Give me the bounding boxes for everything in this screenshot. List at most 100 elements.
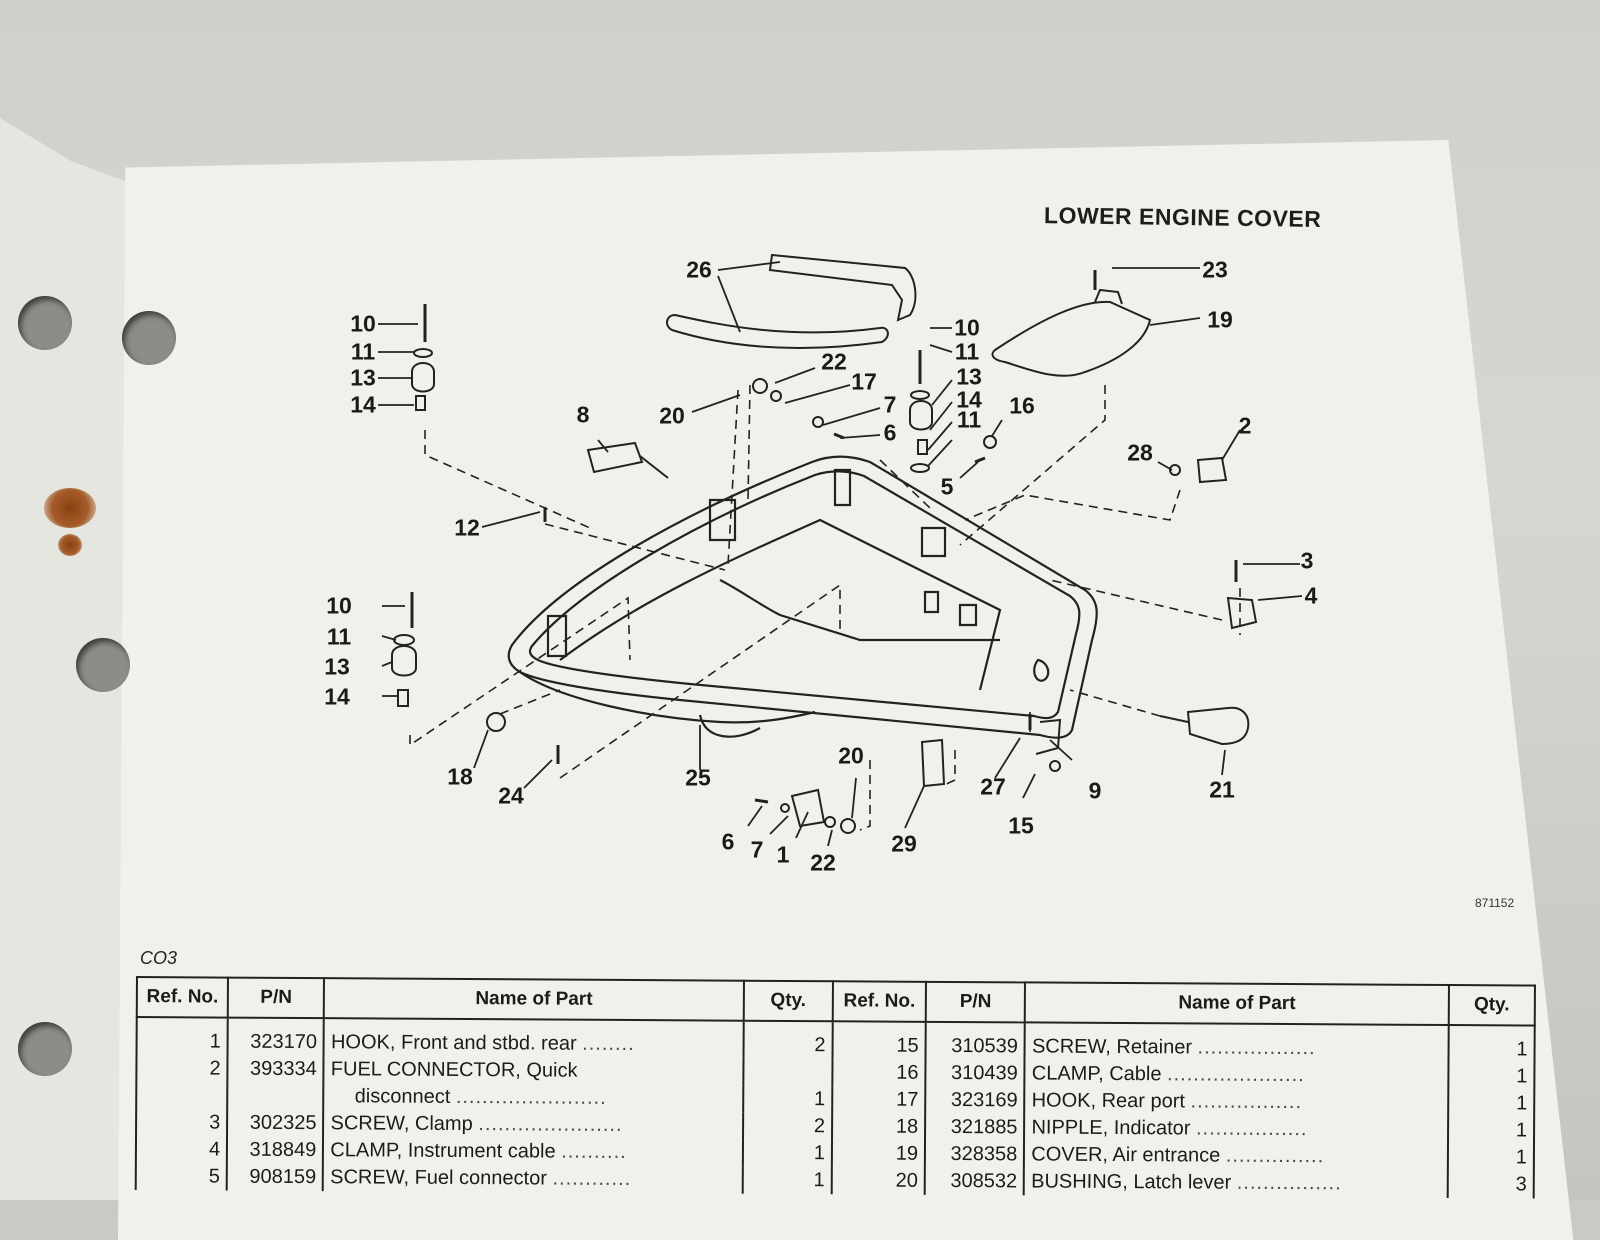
callout-20: 20 (838, 742, 864, 769)
part-name-cell: CLAMP, Instrument cable .......... (323, 1137, 743, 1167)
ref-no-cell: 1 (136, 1017, 228, 1056)
part-name-text: CLAMP, Instrument cable (330, 1139, 556, 1163)
seal-lower-26 (666, 313, 889, 349)
callout-11: 11 (350, 338, 376, 365)
part-name-text: NIPPLE, Indicator (1031, 1116, 1191, 1140)
part-number-cell: 308532 (924, 1167, 1025, 1196)
part-number-cell: 310439 (925, 1059, 1025, 1088)
callout-9: 9 (1088, 777, 1102, 804)
dot-leader: .................. (1197, 1036, 1316, 1060)
binder-hole-icon (18, 296, 72, 350)
callout-10: 10 (350, 310, 376, 337)
callout-13: 13 (956, 363, 982, 390)
callout-12: 12 (454, 514, 480, 541)
callout-22: 22 (810, 849, 836, 876)
dot-leader: ....................... (455, 1085, 607, 1109)
dot-leader: ............... (1225, 1144, 1325, 1168)
part-name-text: FUEL CONNECTOR, Quick (330, 1058, 578, 1082)
latch-lever-8 (586, 441, 644, 474)
callout-7: 7 (750, 836, 764, 863)
column-header-pn: P/N (227, 977, 325, 1019)
dot-leader: ................ (1236, 1171, 1342, 1195)
binder-hole-icon (76, 638, 130, 692)
part-name-cell: HOOK, Front and stbd. rear ........ (323, 1018, 744, 1059)
column-header-name-of-part: Name of Part (324, 978, 744, 1021)
part-name-text: SCREW, Retainer (1031, 1035, 1193, 1059)
quantity-cell: 3 (1447, 1171, 1534, 1199)
hook-29 (920, 738, 946, 788)
part-number-cell: 318849 (227, 1136, 324, 1165)
callout-10: 10 (326, 592, 352, 619)
ref-no-cell: 4 (135, 1136, 228, 1164)
part-name-text: SCREW, Fuel connector (330, 1166, 547, 1190)
cover-inner-rim (528, 470, 1081, 720)
part-number-cell: 323170 (227, 1017, 325, 1057)
callout-11: 11 (954, 338, 980, 365)
connector-2 (1196, 456, 1228, 484)
drawing-number: 871152 (1475, 896, 1515, 910)
callout-18: 18 (447, 763, 473, 790)
callout-16: 16 (1009, 392, 1035, 419)
parts-list-table: Ref. No. P/N Name of Part Qty. Ref. No. … (135, 976, 1536, 1199)
callout-25: 25 (685, 764, 711, 791)
quantity-cell: 2 (743, 1020, 833, 1060)
column-header-ref-no: Ref. No. (136, 977, 229, 1018)
cover-floor (559, 518, 1002, 691)
quantity-cell (743, 1058, 833, 1087)
quantity-cell: 1 (742, 1139, 832, 1168)
part-number-cell: 323169 (925, 1086, 1025, 1115)
front-post (708, 498, 737, 542)
callout-17: 17 (851, 368, 877, 395)
quantity-cell: 1 (1448, 1025, 1535, 1064)
callout-14: 14 (324, 683, 350, 710)
part-number-cell: 908159 (226, 1163, 324, 1192)
hook-1 (790, 788, 826, 828)
quantity-cell: 1 (1447, 1090, 1535, 1118)
callout-11: 11 (326, 623, 352, 650)
callout-7: 7 (883, 391, 897, 418)
part-name-cell: SCREW, Clamp ...................... (323, 1110, 743, 1140)
callout-24: 24 (498, 782, 524, 809)
quantity-cell: 1 (1447, 1144, 1534, 1172)
quantity-cell: 1 (742, 1166, 832, 1195)
quantity-cell: 1 (742, 1085, 833, 1114)
callout-1: 1 (776, 841, 790, 868)
dot-leader: ........ (582, 1032, 635, 1056)
dot-leader: .......... (561, 1140, 627, 1164)
callout-13: 13 (324, 653, 350, 680)
ref-no-cell: 3 (136, 1109, 228, 1137)
grommet-left-top (411, 362, 435, 393)
part-name-cell: SCREW, Fuel connector ............ (323, 1164, 743, 1194)
callout-20: 20 (659, 402, 685, 429)
part-number-cell: 310539 (925, 1021, 1026, 1061)
callout-6: 6 (721, 828, 735, 855)
column-header-name-of-part: Name of Part (1025, 982, 1449, 1026)
part-number-cell: 321885 (925, 1113, 1025, 1142)
ref-no-cell: 16 (832, 1059, 926, 1087)
ref-no-cell (136, 1082, 228, 1110)
part-number-cell: 328358 (924, 1140, 1025, 1169)
part-name-cell: BUSHING, Latch lever ................ (1024, 1168, 1448, 1199)
part-name-cell: COVER, Air entrance ............... (1024, 1141, 1448, 1172)
part-name-cell: NIPPLE, Indicator ................. (1024, 1114, 1448, 1145)
part-name-cell: SCREW, Retainer .................. (1024, 1022, 1449, 1064)
part-number-cell: 302325 (227, 1109, 324, 1138)
callout-10: 10 (954, 314, 980, 341)
callout-6: 6 (883, 419, 897, 446)
part-name-text: HOOK, Front and stbd. rear (330, 1031, 577, 1055)
manual-page (118, 140, 1574, 1240)
dot-leader: ................. (1190, 1090, 1303, 1114)
callout-15: 15 (1008, 812, 1034, 839)
binder-hole-icon (122, 311, 176, 365)
exploded-parts-diagram (378, 253, 1303, 847)
bracket-9 (1035, 718, 1062, 755)
ref-no-cell: 15 (832, 1021, 926, 1060)
column-header-qty: Qty. (743, 980, 833, 1022)
callout-11: 11 (956, 406, 982, 433)
callout-5: 5 (940, 473, 954, 500)
rust-stain (58, 534, 82, 556)
part-name-cell: disconnect ....................... (323, 1083, 744, 1113)
air-cover-19 (991, 300, 1152, 377)
callout-2: 2 (1238, 412, 1252, 439)
part-number-cell (227, 1082, 324, 1111)
